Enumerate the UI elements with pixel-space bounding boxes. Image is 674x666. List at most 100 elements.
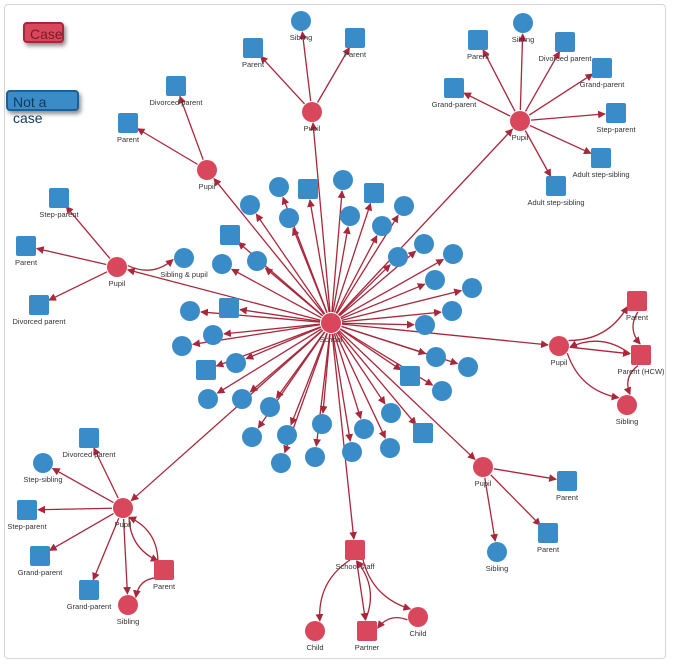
node-u18[interactable] (180, 301, 200, 321)
node-p_tl_div[interactable]: Divorced parent (150, 76, 204, 107)
node-u29[interactable] (232, 389, 252, 409)
node-p_br[interactable]: Pupil (473, 457, 493, 488)
node-u3[interactable] (333, 170, 353, 190)
node-p_bl[interactable]: Pupil (113, 498, 133, 529)
node-u1[interactable] (269, 177, 289, 197)
node-u22[interactable] (172, 336, 192, 356)
node-p_bl_ss[interactable]: Step-sibling (23, 453, 63, 484)
node-p_br_par2[interactable]: Parent (537, 523, 560, 554)
node-u26[interactable] (226, 353, 246, 373)
node-u4[interactable] (364, 183, 384, 203)
node-u37[interactable] (277, 425, 297, 445)
node-p_top[interactable]: Pupil (302, 102, 322, 133)
node-label: Parent (15, 258, 38, 267)
node-u36[interactable] (242, 427, 262, 447)
node-p_tr_as1[interactable]: Adult step-sibling (572, 148, 630, 179)
node-u15[interactable] (212, 254, 232, 274)
node-u10[interactable] (414, 234, 434, 254)
node-p_br_sib[interactable]: Sibling (486, 542, 509, 573)
node-p_l_div[interactable]: Divorced parent (13, 295, 67, 326)
node-u28[interactable] (432, 381, 452, 401)
edge-p_tr-to-p_tr_as2 (524, 130, 552, 178)
node-p_tr_step[interactable]: Step-parent (596, 103, 637, 134)
node-u8[interactable] (340, 206, 360, 226)
node-u14[interactable] (388, 247, 408, 267)
node-p_bl_par[interactable]: Parent (153, 560, 176, 591)
node-school[interactable]: School (320, 313, 343, 344)
node-p_l_step[interactable]: Step-parent (39, 188, 80, 219)
node-u39[interactable] (413, 423, 433, 443)
node-staff_c2[interactable]: Child (408, 607, 428, 638)
node-p_r[interactable]: Pupil (549, 336, 569, 367)
node-u6[interactable] (240, 195, 260, 215)
edge-school-to-p_tr (338, 128, 514, 316)
node-u41[interactable] (305, 447, 325, 467)
node-u7[interactable] (279, 208, 299, 228)
node-u32[interactable] (400, 366, 420, 386)
node-u27[interactable] (196, 360, 216, 380)
node-p_bl_div[interactable]: Divorced parent (63, 428, 117, 459)
node-u12[interactable] (247, 251, 267, 271)
node-u13[interactable] (443, 244, 463, 264)
node-u38[interactable] (380, 438, 400, 458)
node-u30[interactable] (198, 389, 218, 409)
node-u23[interactable] (219, 298, 239, 318)
node-u42[interactable] (342, 442, 362, 462)
node-u25[interactable] (458, 357, 478, 377)
node-p_l_sp[interactable]: Sibling & pupil (160, 248, 208, 279)
node-u34[interactable] (312, 414, 332, 434)
circle-node-shape (107, 257, 127, 277)
node-p_r_par[interactable]: Parent (626, 291, 649, 322)
node-p_tl_par[interactable]: Parent (117, 113, 140, 144)
node-u17[interactable] (425, 270, 445, 290)
node-u35[interactable] (354, 419, 374, 439)
node-u19[interactable] (442, 301, 462, 321)
node-p_l_par[interactable]: Parent (15, 236, 38, 267)
node-p_tl[interactable]: Pupil (197, 160, 217, 191)
node-u20[interactable] (415, 315, 435, 335)
node-p_tr_gp1[interactable]: Grand-parent (432, 78, 478, 109)
node-u33[interactable] (381, 403, 401, 423)
node-p_l[interactable]: Pupil (107, 257, 127, 288)
node-u5[interactable] (394, 196, 414, 216)
node-u2[interactable] (298, 179, 318, 199)
node-u40[interactable] (271, 453, 291, 473)
node-p_br_par1[interactable]: Parent (556, 471, 579, 502)
node-u9[interactable] (372, 216, 392, 236)
node-p_tr[interactable]: Pupil (510, 111, 530, 142)
node-p_tr_div[interactable]: Divorced parent (539, 32, 593, 63)
node-staff_pt[interactable]: Partner (355, 621, 380, 652)
edge-p_tr-to-p_tr_par (482, 49, 516, 112)
node-p_r_hcw[interactable]: Parent (HCW) (617, 345, 665, 376)
node-staff_c1[interactable]: Child (305, 621, 325, 652)
node-staff[interactable]: School staff (335, 540, 375, 571)
node-p_tr_par[interactable]: Parent (467, 30, 490, 61)
node-p_top_sib[interactable]: Sibling (290, 11, 313, 42)
node-p_r_sib[interactable]: Sibling (616, 395, 639, 426)
node-p_tr_sib[interactable]: Sibling (512, 13, 535, 44)
node-p_top_par1[interactable]: Parent (242, 38, 265, 69)
circle-node-shape (381, 403, 401, 423)
node-label: Parent (HCW) (617, 367, 665, 376)
node-p_bl_sib[interactable]: Sibling (117, 595, 140, 626)
node-u31[interactable] (260, 397, 280, 417)
node-u11[interactable] (220, 225, 240, 245)
circle-node-shape (240, 195, 260, 215)
edge-school-to-p_tl (213, 177, 325, 315)
node-u16[interactable] (462, 278, 482, 298)
node-p_bl_gp1[interactable]: Grand-parent (18, 546, 64, 577)
node-p_bl_step[interactable]: Step-parent (7, 500, 48, 531)
circle-node-shape (305, 447, 325, 467)
edge-p_tr-to-p_tr_gp1 (463, 92, 511, 117)
edge-p_br-to-p_br_sib (484, 477, 498, 542)
circle-node-shape (247, 251, 267, 271)
node-p_bl_gp2[interactable]: Grand-parent (67, 580, 113, 611)
edge-p_r-to-p_r_sib (566, 352, 620, 401)
edge-school-to-p_bl (130, 329, 324, 502)
node-u21[interactable] (203, 325, 223, 345)
node-p_top_par2[interactable]: Parent (344, 28, 367, 59)
node-p_tr_gp2[interactable]: Grand-parent (580, 58, 626, 89)
node-u24[interactable] (426, 347, 446, 367)
node-p_tr_as2[interactable]: Adult step-sibling (527, 176, 585, 207)
edge-school-to-u4 (333, 202, 373, 313)
